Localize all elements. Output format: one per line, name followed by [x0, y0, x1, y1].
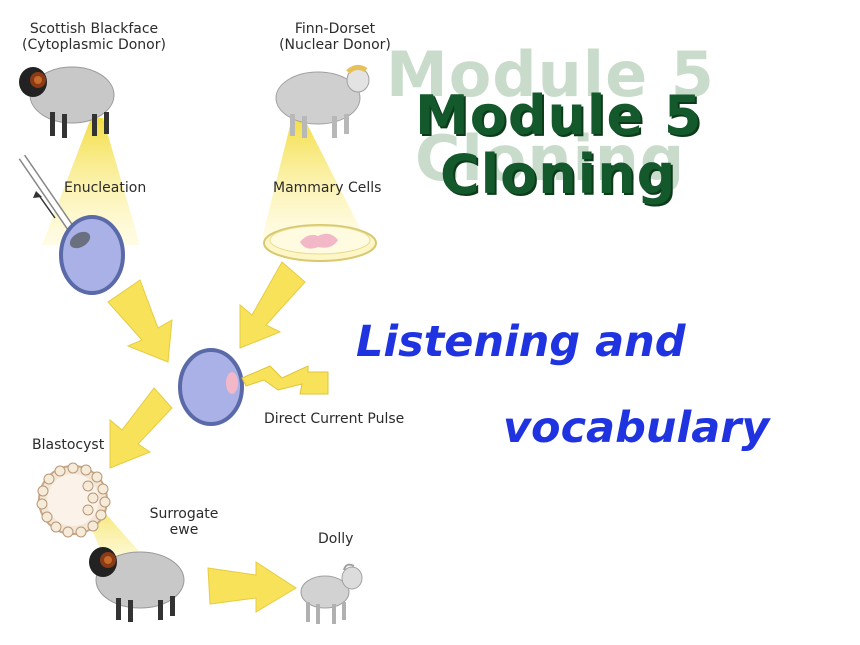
label-blastocyst: Blastocyst: [32, 437, 105, 453]
arrow-egg-to-fusion: [107, 279, 173, 363]
subtitle-line2: vocabulary: [503, 403, 770, 453]
arrow-fusion-to-blastocyst: [109, 387, 173, 469]
label-mammary-cells: Mammary Cells: [273, 180, 382, 196]
scottish-blackface-sheep-icon: [19, 66, 115, 138]
label-cytoplasmic-donor: Scottish Blackface (Cytoplasmic Donor): [8, 21, 180, 53]
label-surrogate-ewe-line2: ewe: [169, 522, 199, 538]
title-shadow-line1: Module 5: [386, 38, 715, 111]
arrow-surrogate-to-dolly: [207, 561, 297, 613]
label-nuclear-donor: Finn-Dorset (Nuclear Donor): [265, 21, 405, 53]
label-direct-current-pulse: Direct Current Pulse: [264, 411, 418, 427]
label-nuclear-donor-line2: (Nuclear Donor): [279, 37, 391, 53]
label-surrogate-ewe: Surrogate ewe: [138, 506, 230, 538]
label-enucleation: Enucleation: [64, 180, 147, 196]
beam-finn-dorset: [262, 118, 365, 238]
title-module: Module 5: [415, 84, 703, 147]
label-surrogate-ewe-line1: Surrogate: [149, 506, 219, 522]
pipette-icon: [18, 154, 76, 233]
electric-pulse-icon: [241, 365, 329, 395]
label-cytoplasmic-donor-line2: (Cytoplasmic Donor): [22, 37, 166, 53]
title-shadow-line2: Cloning: [415, 122, 686, 195]
fused-cell-icon: [178, 348, 244, 426]
label-cytoplasmic-donor-line1: Scottish Blackface: [29, 21, 159, 37]
beam-blackface: [42, 118, 140, 245]
label-nuclear-donor-line1: Finn-Dorset: [294, 21, 376, 37]
egg-cell-icon: [59, 215, 125, 295]
finn-dorset-sheep-icon: [275, 64, 370, 138]
petri-dish-icon: [263, 224, 377, 262]
arrow-dish-to-fusion: [239, 261, 306, 349]
dolly-lamb-icon: [300, 563, 363, 624]
label-dolly: Dolly: [318, 531, 354, 547]
label-direct-current-pulse-text: Direct Current Pulse: [264, 411, 405, 427]
subtitle-line1: Listening and: [356, 317, 686, 367]
title-cloning: Cloning: [440, 143, 677, 206]
surrogate-ewe-sheep-icon: [89, 547, 185, 622]
blastocyst-icon: [36, 462, 111, 538]
